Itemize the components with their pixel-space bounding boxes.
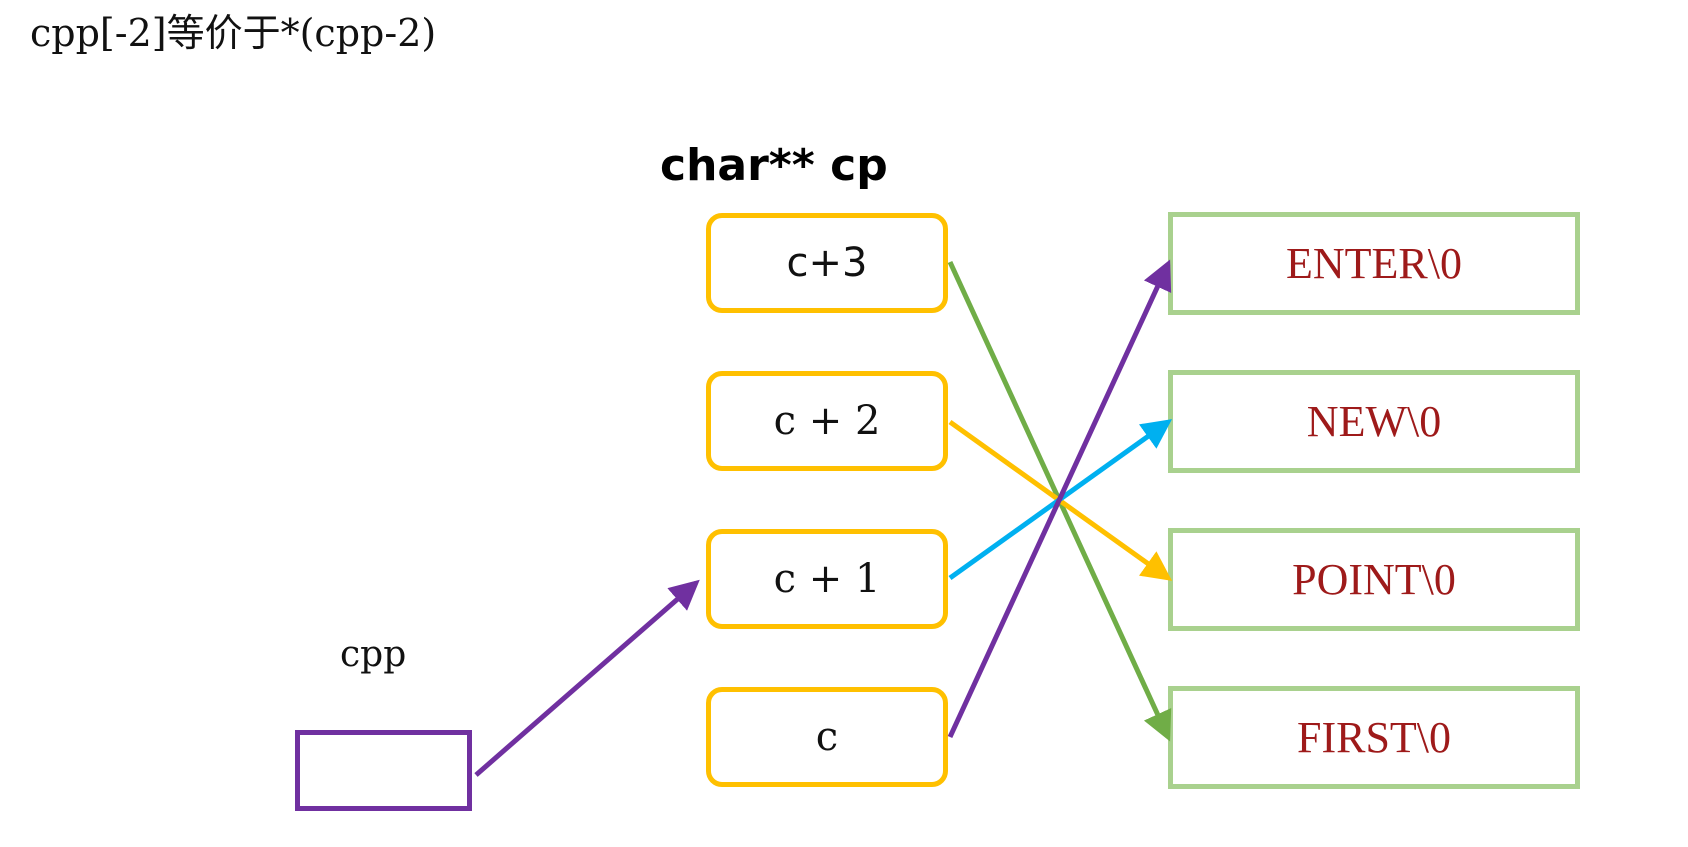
string-box-enter: ENTER\0 (1168, 212, 1580, 315)
string-box-point: POINT\0 (1168, 528, 1580, 631)
cpp-label: cpp (340, 634, 407, 675)
arrow-cpp-to-c-plus-1 (474, 579, 700, 777)
cp-array-title: char** cp (660, 140, 888, 191)
arrow-c-to-enter (947, 259, 1172, 739)
string-box-new: NEW\0 (1168, 370, 1580, 473)
pointer-box-c-plus-3: c+3 (706, 213, 948, 313)
cpp-box (295, 730, 472, 811)
pointer-box-c-plus-2: c + 2 (706, 371, 948, 471)
caption: cpp[-2]等价于*(cpp-2) (30, 11, 437, 55)
pointer-box-c: c (706, 687, 948, 787)
pointer-box-c-plus-1: c + 1 (706, 529, 948, 629)
